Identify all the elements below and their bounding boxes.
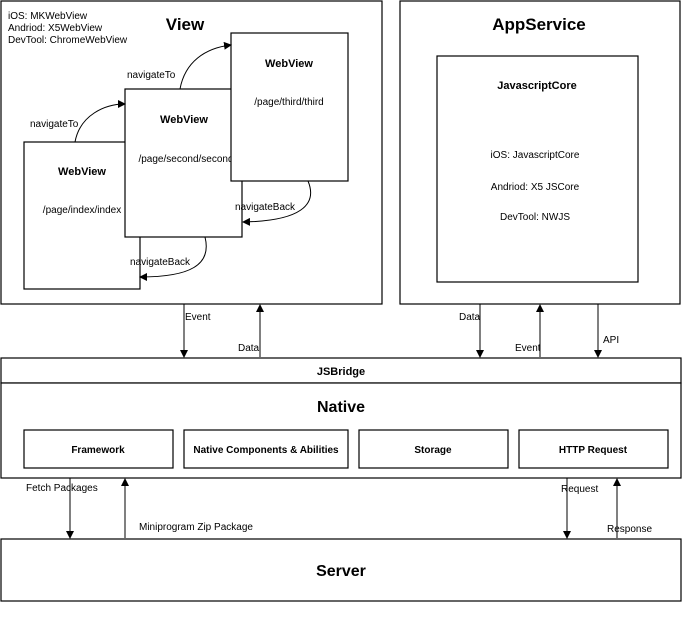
javascriptcore-box (436, 55, 639, 283)
navigate-back-arrow-2 (139, 236, 207, 281)
view-platform-android: Andriod: X5WebView (8, 23, 103, 34)
response-label: Response (607, 524, 652, 535)
native-module-framework-label: Framework (71, 445, 125, 456)
appservice-platform-ios: iOS: JavascriptCore (491, 150, 580, 161)
native-module-storage-label: Storage (414, 445, 452, 456)
zip-package-label: Miniprogram Zip Package (139, 522, 253, 533)
native-module-http-label: HTTP Request (559, 445, 628, 456)
webview-index-box (23, 141, 141, 290)
request-label: Request (561, 484, 598, 495)
webview-second-path: /page/second/second (138, 154, 233, 165)
jsbridge-bar (0, 357, 682, 384)
webview-index-path: /page/index/index (43, 205, 121, 216)
fetch-packages-label: Fetch Packages (26, 483, 98, 494)
native-module-framework (23, 429, 174, 469)
navigate-to-arrow-1 (74, 100, 126, 143)
webview-third-title: WebView (265, 58, 313, 70)
javascriptcore-title: JavascriptCore (497, 80, 577, 92)
navigate-to-arrow-2 (179, 41, 232, 90)
webview-second-box (124, 88, 243, 238)
view-data-label: Data (238, 343, 260, 354)
jsbridge-title: JSBridge (317, 366, 365, 378)
server-title: Server (316, 563, 366, 580)
appservice-platform-devtool: DevTool: NWJS (500, 212, 570, 223)
app-event-label: Event (515, 343, 541, 354)
navigate-back-arrow-1 (242, 180, 312, 226)
appservice-platform-android: Andriod: X5 JSCore (491, 182, 580, 193)
view-platform-devtool: DevTool: ChromeWebView (8, 35, 128, 46)
navigate-to-label-2: navigateTo (127, 70, 176, 81)
native-title: Native (317, 399, 365, 416)
view-event-label: Event (185, 312, 211, 323)
webview-third-path: /page/third/third (254, 97, 324, 108)
view-platform-ios: iOS: MKWebView (8, 11, 88, 22)
native-module-http (518, 429, 669, 469)
app-data-label: Data (459, 312, 481, 323)
native-module-components (183, 429, 349, 469)
navigate-back-label-2: navigateBack (130, 257, 191, 268)
webview-third-box (230, 32, 349, 182)
webview-second-title: WebView (160, 114, 208, 126)
app-api-label: API (603, 335, 619, 346)
native-module-storage (358, 429, 509, 469)
server-box (0, 538, 682, 602)
native-module-components-label: Native Components & Abilities (193, 445, 339, 456)
appservice-title: AppService (492, 15, 586, 34)
webview-index-title: WebView (58, 166, 106, 178)
view-title: View (166, 15, 205, 34)
navigate-back-label-1: navigateBack (235, 202, 296, 213)
navigate-to-label-1: navigateTo (30, 119, 79, 130)
